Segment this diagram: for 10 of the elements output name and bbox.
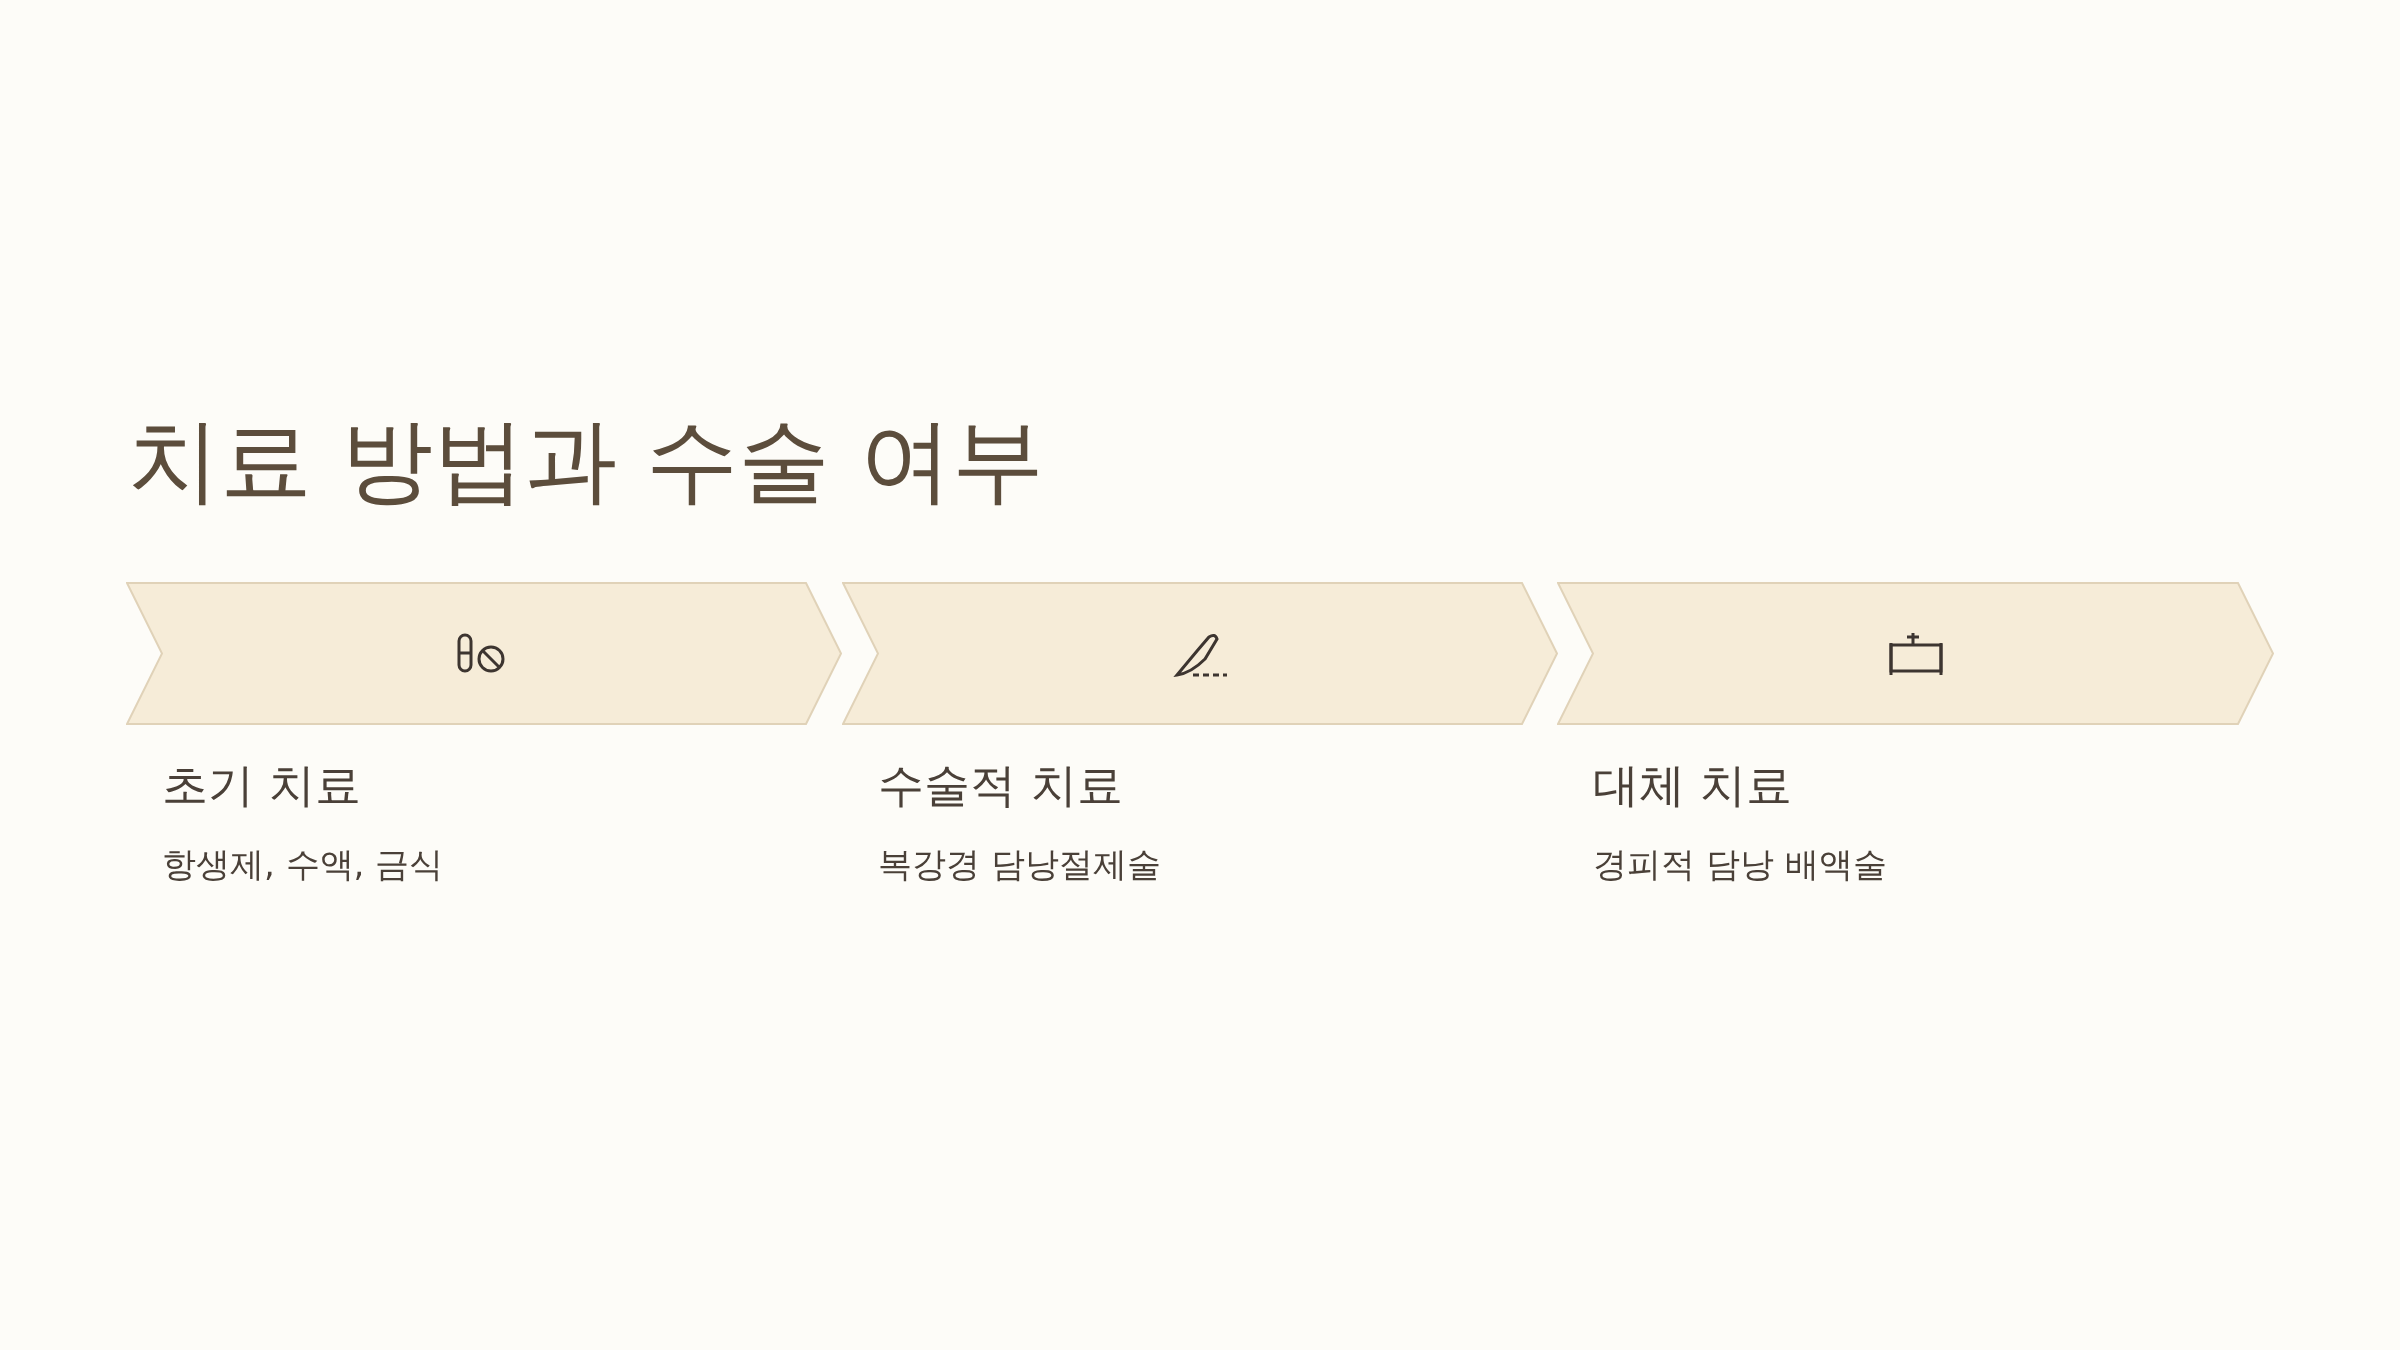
step-description: 복강경 담낭절제술	[878, 844, 1161, 885]
step-heading: 초기 치료	[162, 758, 361, 814]
chevron-band	[842, 582, 1558, 725]
chevron-band	[1557, 582, 2274, 725]
title: 치료 방법과 수술 여부	[128, 410, 1044, 512]
step-description: 경피적 담낭 배액술	[1593, 844, 1887, 885]
step-description: 항생제, 수액, 금식	[162, 844, 444, 885]
chevron-band	[126, 582, 842, 725]
step-heading: 수술적 치료	[878, 758, 1123, 814]
step-heading: 대체 치료	[1593, 758, 1792, 814]
